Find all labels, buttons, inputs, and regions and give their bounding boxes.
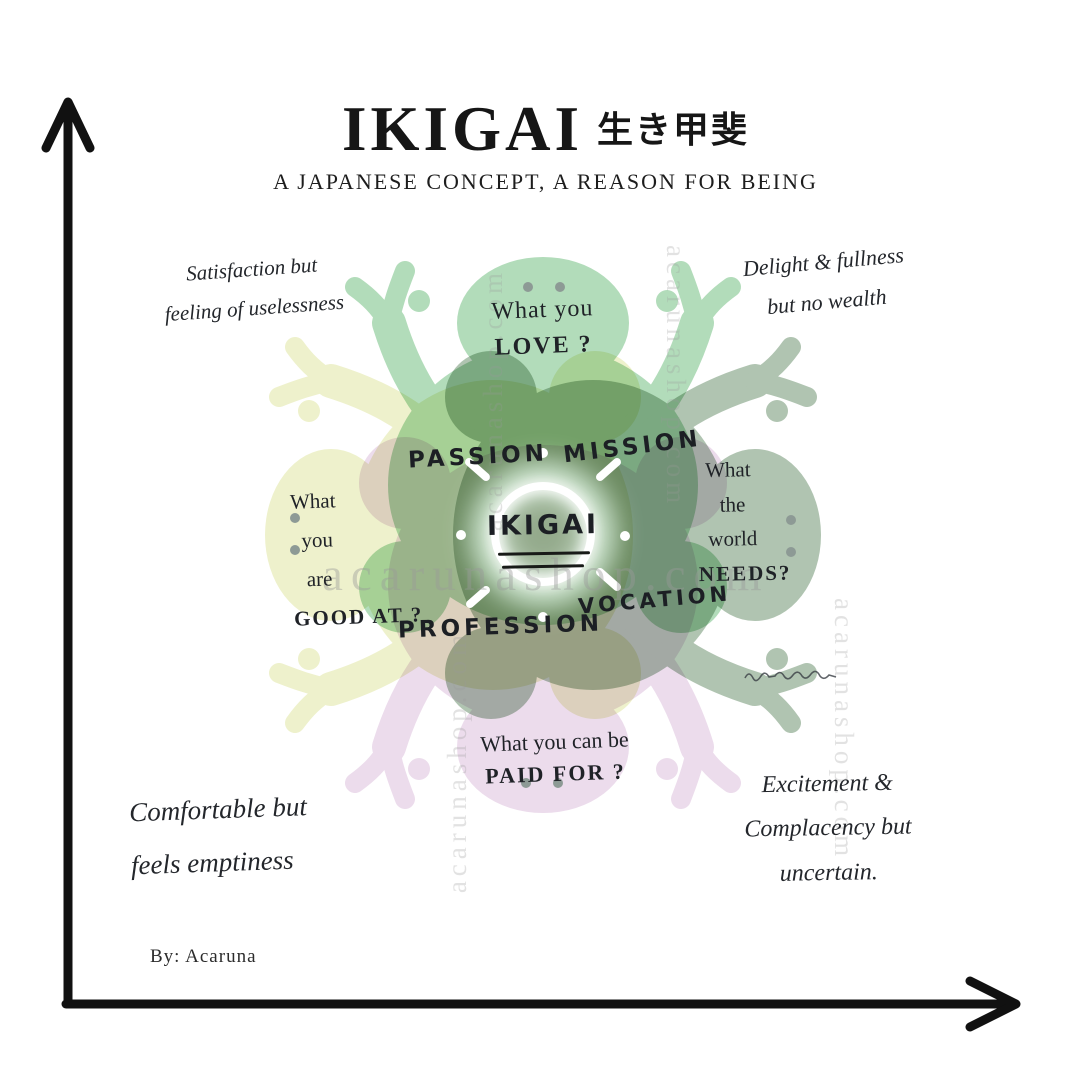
question-love: What you LOVE ? bbox=[442, 289, 644, 368]
question-needs: What the world NEEDS? bbox=[697, 451, 829, 592]
note-line: Comfortable but bbox=[128, 791, 308, 828]
note-line: Excitement & bbox=[761, 769, 894, 799]
y-axis-arrow bbox=[41, 97, 95, 1005]
page-title: IKIGAI bbox=[341, 94, 584, 164]
subtitle: A JAPANESE CONCEPT, A REASON FOR BEING bbox=[273, 169, 818, 194]
question-line: you bbox=[300, 527, 334, 553]
note-line: uncertain. bbox=[779, 858, 878, 887]
ikigai-center-label: IKIGAI bbox=[486, 509, 600, 542]
x-axis-arrow bbox=[61, 976, 1021, 1032]
title-japanese: 生き甲斐 bbox=[597, 110, 750, 151]
note-line: Complacency but bbox=[744, 813, 912, 843]
question-line: world bbox=[708, 526, 758, 552]
note-line: feels emptiness bbox=[130, 844, 295, 880]
credit-byline: By: Acaruna bbox=[150, 946, 257, 967]
question-line: What bbox=[289, 488, 336, 514]
signature-scribble bbox=[744, 670, 837, 682]
question-line: What bbox=[704, 457, 751, 483]
question-line: are bbox=[306, 566, 333, 591]
sparkles bbox=[456, 448, 630, 622]
question-line: the bbox=[719, 491, 746, 517]
question-paid-for: What you can be PAID FOR ? bbox=[444, 722, 666, 793]
corner-note-bottom-left: Comfortable but feels emptiness bbox=[128, 778, 382, 892]
corner-note-bottom-right: Excitement & Complacency but uncertain. bbox=[697, 760, 959, 898]
center-glow-ring bbox=[472, 463, 614, 605]
question-good-at: What you are GOOD AT ? bbox=[289, 477, 454, 638]
question-line: LOVE ? bbox=[494, 331, 594, 361]
